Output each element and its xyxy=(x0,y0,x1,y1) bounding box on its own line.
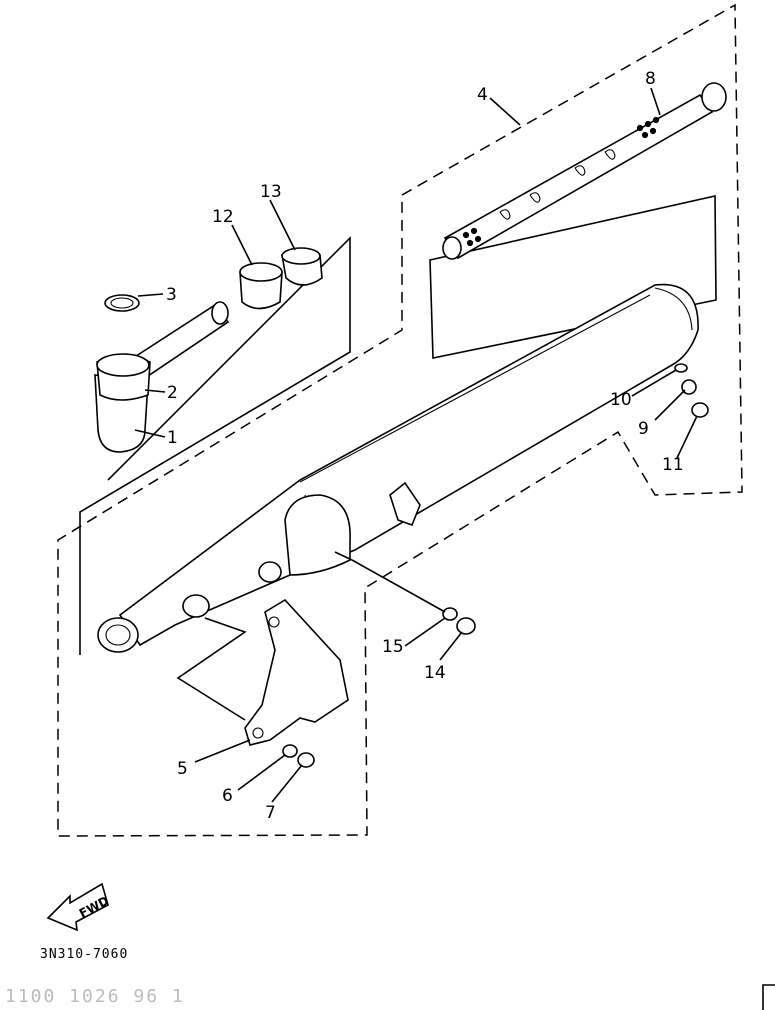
bracket-hole-upper xyxy=(268,616,280,628)
gasket-inner xyxy=(110,297,134,309)
muffler-stud-boss xyxy=(258,561,282,583)
bracket-hole-lower xyxy=(252,727,264,739)
inner-tube xyxy=(442,82,727,260)
muffler-assembly xyxy=(97,283,699,653)
diagram-code: 3N310-7060 xyxy=(40,947,128,962)
fwd-arrow-icon xyxy=(46,882,109,932)
muffler-mount-boss xyxy=(182,594,210,618)
mounting-bracket-group xyxy=(176,363,709,768)
nut-11 xyxy=(691,402,709,418)
inner-tube-body xyxy=(443,93,714,260)
muffler-bracket-tab xyxy=(389,481,421,527)
callout-4: 4 xyxy=(477,85,488,105)
callout-2: 2 xyxy=(167,383,178,403)
callout-6: 6 xyxy=(222,786,233,806)
stud-guide-line xyxy=(351,559,446,613)
nut-7 xyxy=(297,752,315,768)
callout-12: 12 xyxy=(212,207,234,227)
inner-tube-perforations xyxy=(462,116,660,247)
callout-1: 1 xyxy=(167,428,178,448)
assembly-boundaries xyxy=(57,3,743,837)
washer-6 xyxy=(282,744,298,758)
washer-15 xyxy=(442,607,458,621)
callout-5: 5 xyxy=(177,759,188,779)
muffler-inlet-inner xyxy=(105,624,131,646)
callout-7: 7 xyxy=(265,803,276,823)
callout-8: 8 xyxy=(645,69,656,89)
muffler-inlet xyxy=(97,617,139,653)
washer-10 xyxy=(674,363,688,373)
scan-artifact-text: 1100 1026 96 1 xyxy=(5,986,185,1007)
muffler-body xyxy=(118,283,699,647)
page-corner-mark xyxy=(762,984,775,1010)
inner-tube-end-cap xyxy=(701,82,727,112)
inner-tube-front xyxy=(442,236,462,260)
forward-direction-indicator: FWD xyxy=(46,882,111,932)
callout-labels: 1 2 3 4 5 6 7 8 9 10 11 12 13 14 15 xyxy=(166,69,684,823)
leader-lines xyxy=(134,87,698,803)
gasket xyxy=(104,294,140,312)
ring-nut-top xyxy=(239,262,283,282)
callout-13: 13 xyxy=(260,182,282,202)
muffler-heat-shield xyxy=(284,494,351,576)
callout-9: 9 xyxy=(638,419,649,439)
nut-14 xyxy=(456,617,476,635)
muffler-stud xyxy=(334,551,353,561)
pipe-flange-top xyxy=(96,353,150,377)
callout-10: 10 xyxy=(610,390,632,410)
pipe-straight-end xyxy=(211,301,229,325)
callout-15: 15 xyxy=(382,637,404,657)
boundary-tube-8 xyxy=(429,195,717,359)
boundary-muffler-group xyxy=(57,3,743,837)
muffler-outlet-cap xyxy=(654,287,693,331)
mounting-bracket xyxy=(244,598,349,746)
bracket-guide-line xyxy=(176,617,247,721)
callout-11: 11 xyxy=(662,455,684,475)
callout-14: 14 xyxy=(424,663,446,683)
callout-3: 3 xyxy=(166,285,177,305)
collar-top xyxy=(281,247,321,265)
boundary-pipe-parts xyxy=(79,236,351,655)
exhaust-pipe-parts xyxy=(94,247,323,453)
